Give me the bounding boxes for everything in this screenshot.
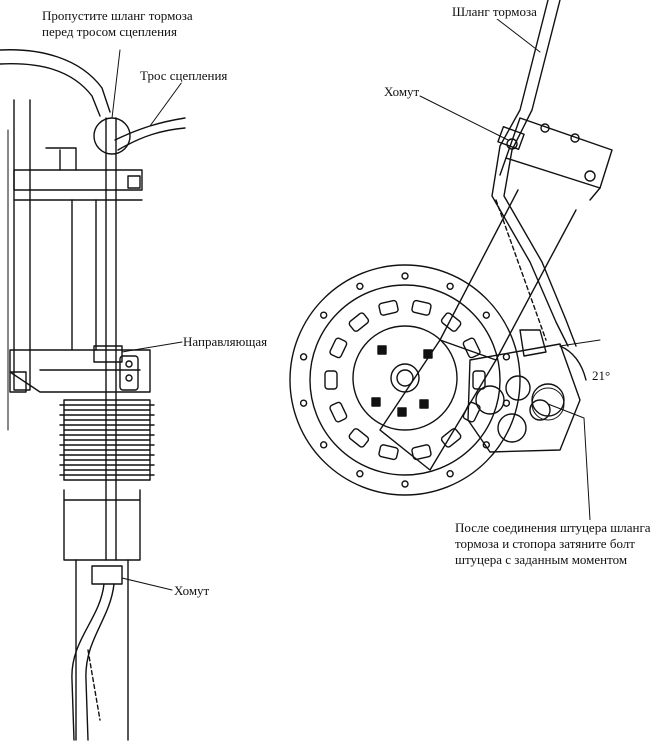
disc-hole <box>356 470 364 478</box>
right-brake-view <box>289 0 613 496</box>
label-pass-hose-2: перед тросом сцепления <box>42 24 177 39</box>
disc-hole <box>446 282 454 290</box>
disc-slot <box>411 299 432 316</box>
disc-slot <box>329 337 348 359</box>
fork-bellows <box>59 399 155 481</box>
disc-hole <box>502 353 511 361</box>
label-note-2: тормоза и стопора затяните болт <box>455 536 635 551</box>
disc-hole <box>401 480 409 488</box>
hub-bolts <box>371 345 433 417</box>
disc-slot <box>440 312 462 332</box>
clutch-cable <box>114 117 186 151</box>
disc-hole <box>319 441 328 449</box>
fork-leg-diagonal <box>439 189 577 361</box>
label-brake-hose-top: Шланг тормоза <box>452 4 537 19</box>
disc-slot <box>462 337 481 359</box>
label-clutch-cable: Трос сцепления <box>140 68 228 83</box>
disc-slot <box>378 299 399 316</box>
disc-hole <box>356 282 364 290</box>
brake-caliper <box>467 329 581 453</box>
disc-hole <box>446 470 454 478</box>
disc-perforations <box>299 272 511 488</box>
brake-hose-right <box>491 0 577 347</box>
label-note-1: После соединения штуцера шланга <box>455 520 651 535</box>
disc-hole <box>299 353 308 361</box>
lower-fork-leg <box>63 489 141 561</box>
label-clamp-right: Хомут <box>384 84 420 99</box>
fork-tube-outer <box>13 99 31 391</box>
fork-top-bracket <box>505 117 613 189</box>
label-note-3: штуцера с заданным моментом <box>455 552 628 567</box>
disc-hole <box>299 399 308 407</box>
disc-slot <box>411 444 432 461</box>
left-fork-view <box>0 49 186 741</box>
disc-slot <box>440 428 462 448</box>
brake-disc-outer <box>289 264 521 496</box>
disc-slot <box>324 370 338 390</box>
upper-triple-clamp <box>13 169 143 191</box>
label-angle: 21° <box>592 368 611 383</box>
disc-slot <box>348 312 370 332</box>
brake-disc-hub <box>352 325 458 431</box>
upper-hose-clamp <box>497 126 525 150</box>
brake-hose-left <box>105 117 117 561</box>
label-guide: Направляющая <box>183 334 268 349</box>
disc-slot <box>378 444 399 461</box>
lower-triple-clamp <box>9 349 151 393</box>
guide-bracket <box>93 345 123 363</box>
brake-hose-lower <box>71 583 115 741</box>
left-leader-lines <box>111 49 183 591</box>
angle-arc <box>559 345 587 381</box>
label-pass-hose-1: Пропустите шланг тормоза <box>42 8 193 23</box>
disc-hole <box>319 311 328 319</box>
disc-slot <box>348 428 370 448</box>
disc-hole <box>482 311 491 319</box>
lower-hose-clamp <box>91 565 123 585</box>
disc-hole <box>401 272 409 280</box>
handlebar-outline <box>0 49 111 117</box>
label-clamp-left: Хомут <box>174 583 210 598</box>
disc-slot <box>329 401 348 423</box>
